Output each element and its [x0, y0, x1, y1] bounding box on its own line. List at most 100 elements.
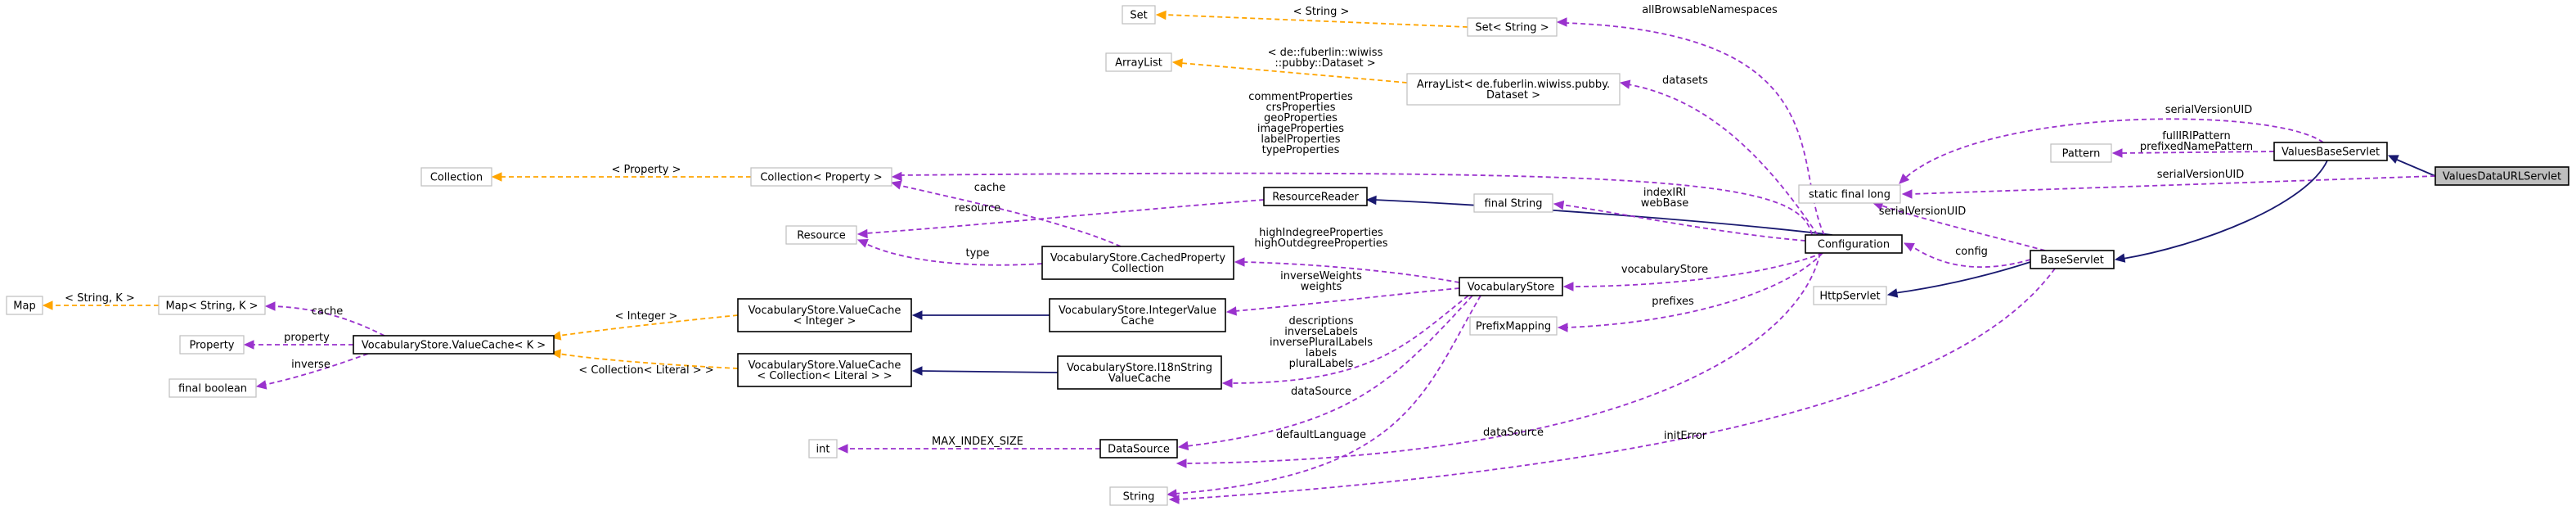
arrowhead — [1557, 323, 1568, 332]
edge-e15-usage: prefixes — [1557, 252, 1823, 332]
class-name: ValuesDataURLServlet — [2443, 171, 2561, 183]
class-name: Configuration — [1818, 239, 1890, 251]
arrowhead — [1171, 58, 1183, 68]
class-name: Pattern — [2062, 148, 2101, 160]
edge-label: type — [965, 247, 989, 260]
class-node-finalBoolean: final boolean — [169, 378, 257, 398]
edge-label: < Property > — [611, 164, 681, 176]
class-node-Map: Map — [6, 296, 43, 315]
edge-label: < String, K > — [65, 292, 135, 305]
edge-line — [899, 172, 1813, 236]
class-name: Resource — [797, 230, 846, 242]
edge-e16-usage: dataSource — [1176, 252, 1821, 468]
class-name: Collection — [430, 172, 483, 184]
edge-line — [1174, 295, 1481, 495]
arrowhead — [1177, 440, 1189, 451]
class-node-DataSource[interactable]: DataSource — [1099, 439, 1178, 459]
class-box — [1109, 486, 1168, 506]
class-box — [1105, 52, 1172, 72]
class-box — [158, 296, 266, 315]
arrowhead — [2111, 148, 2123, 158]
class-box — [1467, 17, 1558, 37]
edge-e29-usage: inverse — [255, 353, 369, 390]
edge-label: datasets — [1662, 75, 1708, 87]
class-box — [420, 167, 492, 187]
class-name: HttpServlet — [1819, 291, 1880, 303]
class-node-ValueCacheInteger[interactable]: VocabularyStore.ValueCache< Integer > — [737, 298, 912, 332]
class-box — [2030, 250, 2115, 269]
edge-line — [919, 370, 1059, 373]
edge-line — [1184, 252, 1821, 464]
arrowhead — [1221, 378, 1233, 388]
edge-label: defaultLanguage — [1276, 429, 1366, 441]
edge-line — [1230, 295, 1469, 384]
edge-label: serialVersionUID — [2165, 104, 2252, 116]
class-name: String — [1123, 491, 1155, 504]
edge-e28-usage: property — [243, 332, 353, 350]
edge-line — [1164, 14, 1468, 28]
class-node-Configuration[interactable]: Configuration — [1805, 234, 1903, 254]
class-box — [1813, 286, 1887, 305]
edge-line — [897, 184, 1122, 247]
class-node-finalString: final String — [1473, 193, 1553, 213]
edge-e18-usage: resource — [856, 199, 1265, 239]
edge-e6-usage: initError — [1168, 268, 2056, 504]
class-name: VocabularyStore — [1468, 282, 1554, 294]
class-box — [737, 353, 912, 387]
class-box — [1263, 187, 1368, 206]
edge-e26-tmpl: < Collection< Literal > > — [550, 349, 739, 377]
edge-label: < String > — [1293, 6, 1350, 18]
arrowhead — [491, 172, 502, 182]
edge-e27-usage: cache — [264, 301, 385, 337]
arrowhead — [42, 300, 53, 310]
arrowhead — [550, 349, 561, 359]
arrowhead — [1556, 17, 1567, 27]
class-node-ResourceReader[interactable]: ResourceReader — [1263, 187, 1368, 206]
class-node-ValuesBaseServlet[interactable]: ValuesBaseServlet — [2273, 142, 2388, 161]
edge-line — [1627, 84, 1818, 236]
class-node-ValuesDataURLServlet[interactable]: ValuesDataURLServlet — [2434, 166, 2569, 186]
class-box — [1057, 355, 1222, 390]
class-box — [785, 225, 857, 245]
class-node-PrefixMapping: PrefixMapping — [1469, 316, 1558, 336]
edge-label: serialVersionUID — [1879, 206, 1966, 218]
class-node-BaseServlet[interactable]: BaseServlet — [2030, 250, 2115, 269]
arrowhead — [856, 228, 868, 239]
class-box — [6, 296, 43, 315]
arrowhead — [1619, 79, 1631, 89]
edge-line — [1373, 199, 1833, 236]
edge-line — [1894, 261, 2031, 294]
edge-line — [1571, 252, 1823, 287]
edge-label: vocabularyStore — [1621, 264, 1708, 276]
class-name: ResourceReader — [1272, 192, 1359, 204]
edge-label: prefixes — [1652, 296, 1694, 308]
edge-line — [558, 353, 739, 369]
inheritance-arrowhead — [911, 310, 923, 320]
class-node-ValueCacheK[interactable]: VocabularyStore.ValueCache< K > — [353, 335, 555, 355]
class-box — [1473, 193, 1553, 213]
class-name: Set — [1130, 10, 1147, 22]
edge-line — [1910, 175, 2436, 195]
edge-line — [558, 314, 739, 337]
edge-line — [1910, 245, 2031, 269]
edge-e5-usage: config — [1903, 242, 2031, 269]
edge-e17-usage: cache — [890, 180, 1122, 247]
class-node-ValueCacheCollection[interactable]: VocabularyStore.ValueCache< Collection< … — [737, 353, 912, 387]
class-box — [2273, 142, 2388, 161]
arrowhead — [1225, 306, 1237, 316]
class-box — [2050, 143, 2112, 163]
class-box — [1805, 234, 1903, 254]
edge-e30-tmpl: < String, K > — [42, 292, 159, 310]
class-box — [1469, 316, 1558, 336]
class-name: Set< String > — [1475, 22, 1549, 34]
arrowhead — [1899, 173, 1910, 184]
class-node-VocabularyStore[interactable]: VocabularyStore — [1459, 277, 1563, 296]
